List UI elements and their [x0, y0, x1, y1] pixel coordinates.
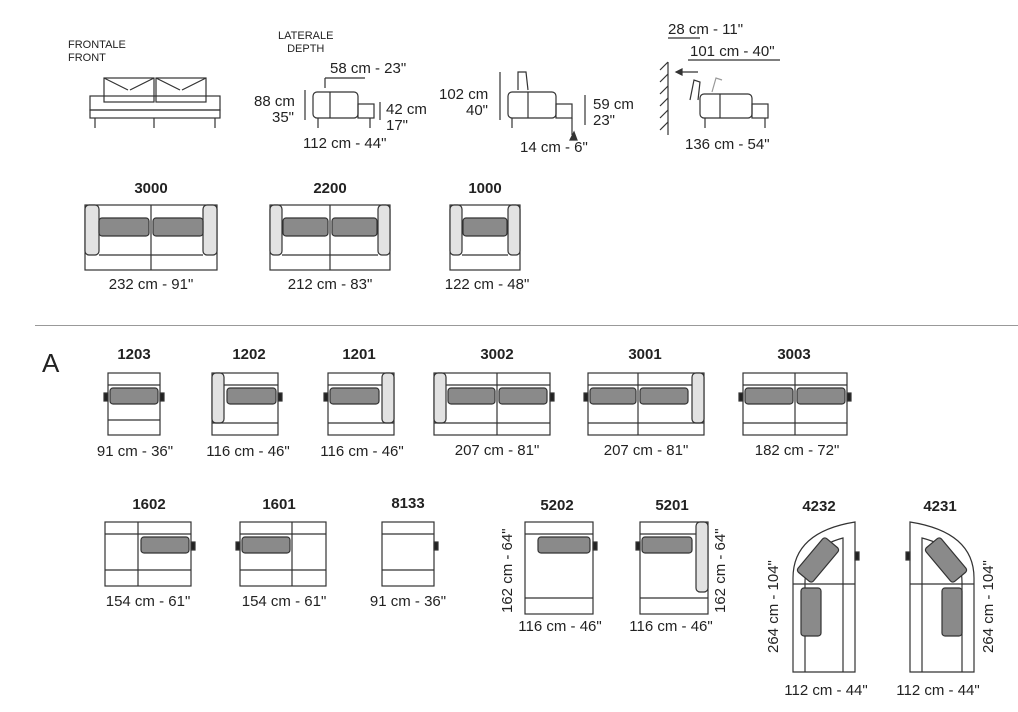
- module-8133-drawing: [381, 521, 439, 587]
- module-5202-size: 116 cm - 46": [518, 618, 602, 635]
- extended-depth-dim: 136 cm - 54": [685, 136, 770, 153]
- headrest-height-in-dim: 40": [466, 102, 489, 119]
- module-3003-code: 3003: [777, 346, 811, 363]
- front-view-drawing: [89, 77, 221, 128]
- sofa-3000-code: 3000: [134, 180, 168, 197]
- module-3001-drawing: [583, 372, 705, 436]
- module-4231-drawing: [905, 521, 975, 673]
- module-5202-depth: 162 cm - 64": [499, 528, 516, 613]
- headrest-height-cm-dim: 102 cm: [439, 86, 489, 103]
- module-1202-code: 1202: [232, 346, 266, 363]
- module-1601-code: 1601: [262, 496, 296, 513]
- sofa-3000-drawing: [84, 204, 218, 271]
- module-4232-code: 4232: [802, 498, 836, 515]
- module-5202-drawing: [524, 521, 598, 615]
- seat-height-cm-dim: 42 cm: [386, 101, 427, 118]
- sofa-3000-size: 232 cm - 91": [108, 276, 194, 293]
- seat-depth-dim: 58 cm - 23": [330, 60, 407, 77]
- module-5201-size: 116 cm - 46": [629, 618, 713, 635]
- module-1203-size: 91 cm - 36": [96, 443, 174, 460]
- module-4231-size: 112 cm - 44": [896, 682, 980, 699]
- module-1602-drawing: [104, 521, 196, 587]
- lateral-view-drawing: [304, 77, 381, 128]
- height-in-dim: 35": [272, 109, 295, 126]
- module-1202-size: 116 cm - 46": [206, 443, 290, 460]
- depth-total-dim: 112 cm - 44": [303, 135, 387, 152]
- module-3001-code: 3001: [628, 346, 662, 363]
- module-4231-depth: 264 cm - 104": [980, 560, 997, 653]
- module-3001-size: 207 cm - 81": [603, 442, 689, 459]
- recliner-view-drawing: [659, 37, 780, 135]
- module-5201-code: 5201: [655, 497, 689, 514]
- module-3003-size: 182 cm - 72": [754, 442, 840, 459]
- module-4231-code: 4231: [923, 498, 957, 515]
- module-5201-drawing: [635, 521, 709, 615]
- height-cm-dim: 88 cm: [254, 93, 295, 110]
- module-3002-size: 207 cm - 81": [454, 442, 540, 459]
- section-label: A: [42, 348, 60, 378]
- module-4232-drawing: [792, 521, 860, 673]
- module-3002-drawing: [433, 372, 555, 436]
- module-1203-code: 1203: [117, 346, 151, 363]
- seat-height-in-dim: 17": [386, 117, 409, 134]
- module-3002-code: 3002: [480, 346, 514, 363]
- module-8133-size: 91 cm - 36": [369, 593, 447, 610]
- wall-clearance-dim: 28 cm - 11": [668, 21, 744, 38]
- module-1201-code: 1201: [342, 346, 376, 363]
- module-5201-depth: 162 cm - 64": [712, 528, 729, 613]
- module-4232-size: 112 cm - 44": [784, 682, 868, 699]
- recline-height-cm-dim: 59 cm: [593, 96, 634, 113]
- module-1602-size: 154 cm - 61": [105, 593, 191, 610]
- sofa-2200-drawing: [269, 204, 391, 271]
- section-divider: [35, 325, 1018, 326]
- module-1201-drawing: [323, 372, 395, 436]
- sofa-1000-size: 122 cm - 48": [444, 276, 530, 293]
- recline-height-in-dim: 23": [593, 112, 616, 129]
- module-3003-drawing: [738, 372, 852, 436]
- sofa-2200-code: 2200: [313, 180, 347, 197]
- module-1601-size: 154 cm - 61": [241, 593, 327, 610]
- module-1601-drawing: [235, 521, 327, 587]
- headrest-view-drawing: [499, 71, 586, 141]
- recline-depth-dim: 101 cm - 40": [690, 43, 775, 60]
- module-8133-code: 8133: [391, 495, 425, 512]
- module-1602-code: 1602: [132, 496, 166, 513]
- module-1203-drawing: [103, 372, 165, 436]
- leg-offset-dim: 14 cm - 6": [520, 139, 588, 156]
- module-4232-depth: 264 cm - 104": [765, 560, 782, 653]
- sofa-2200-size: 212 cm - 83": [287, 276, 373, 293]
- module-1201-size: 116 cm - 46": [320, 443, 404, 460]
- module-5202-code: 5202: [540, 497, 574, 514]
- sofa-1000-drawing: [449, 204, 521, 271]
- module-1202-drawing: [211, 372, 283, 436]
- sofa-1000-code: 1000: [468, 180, 502, 197]
